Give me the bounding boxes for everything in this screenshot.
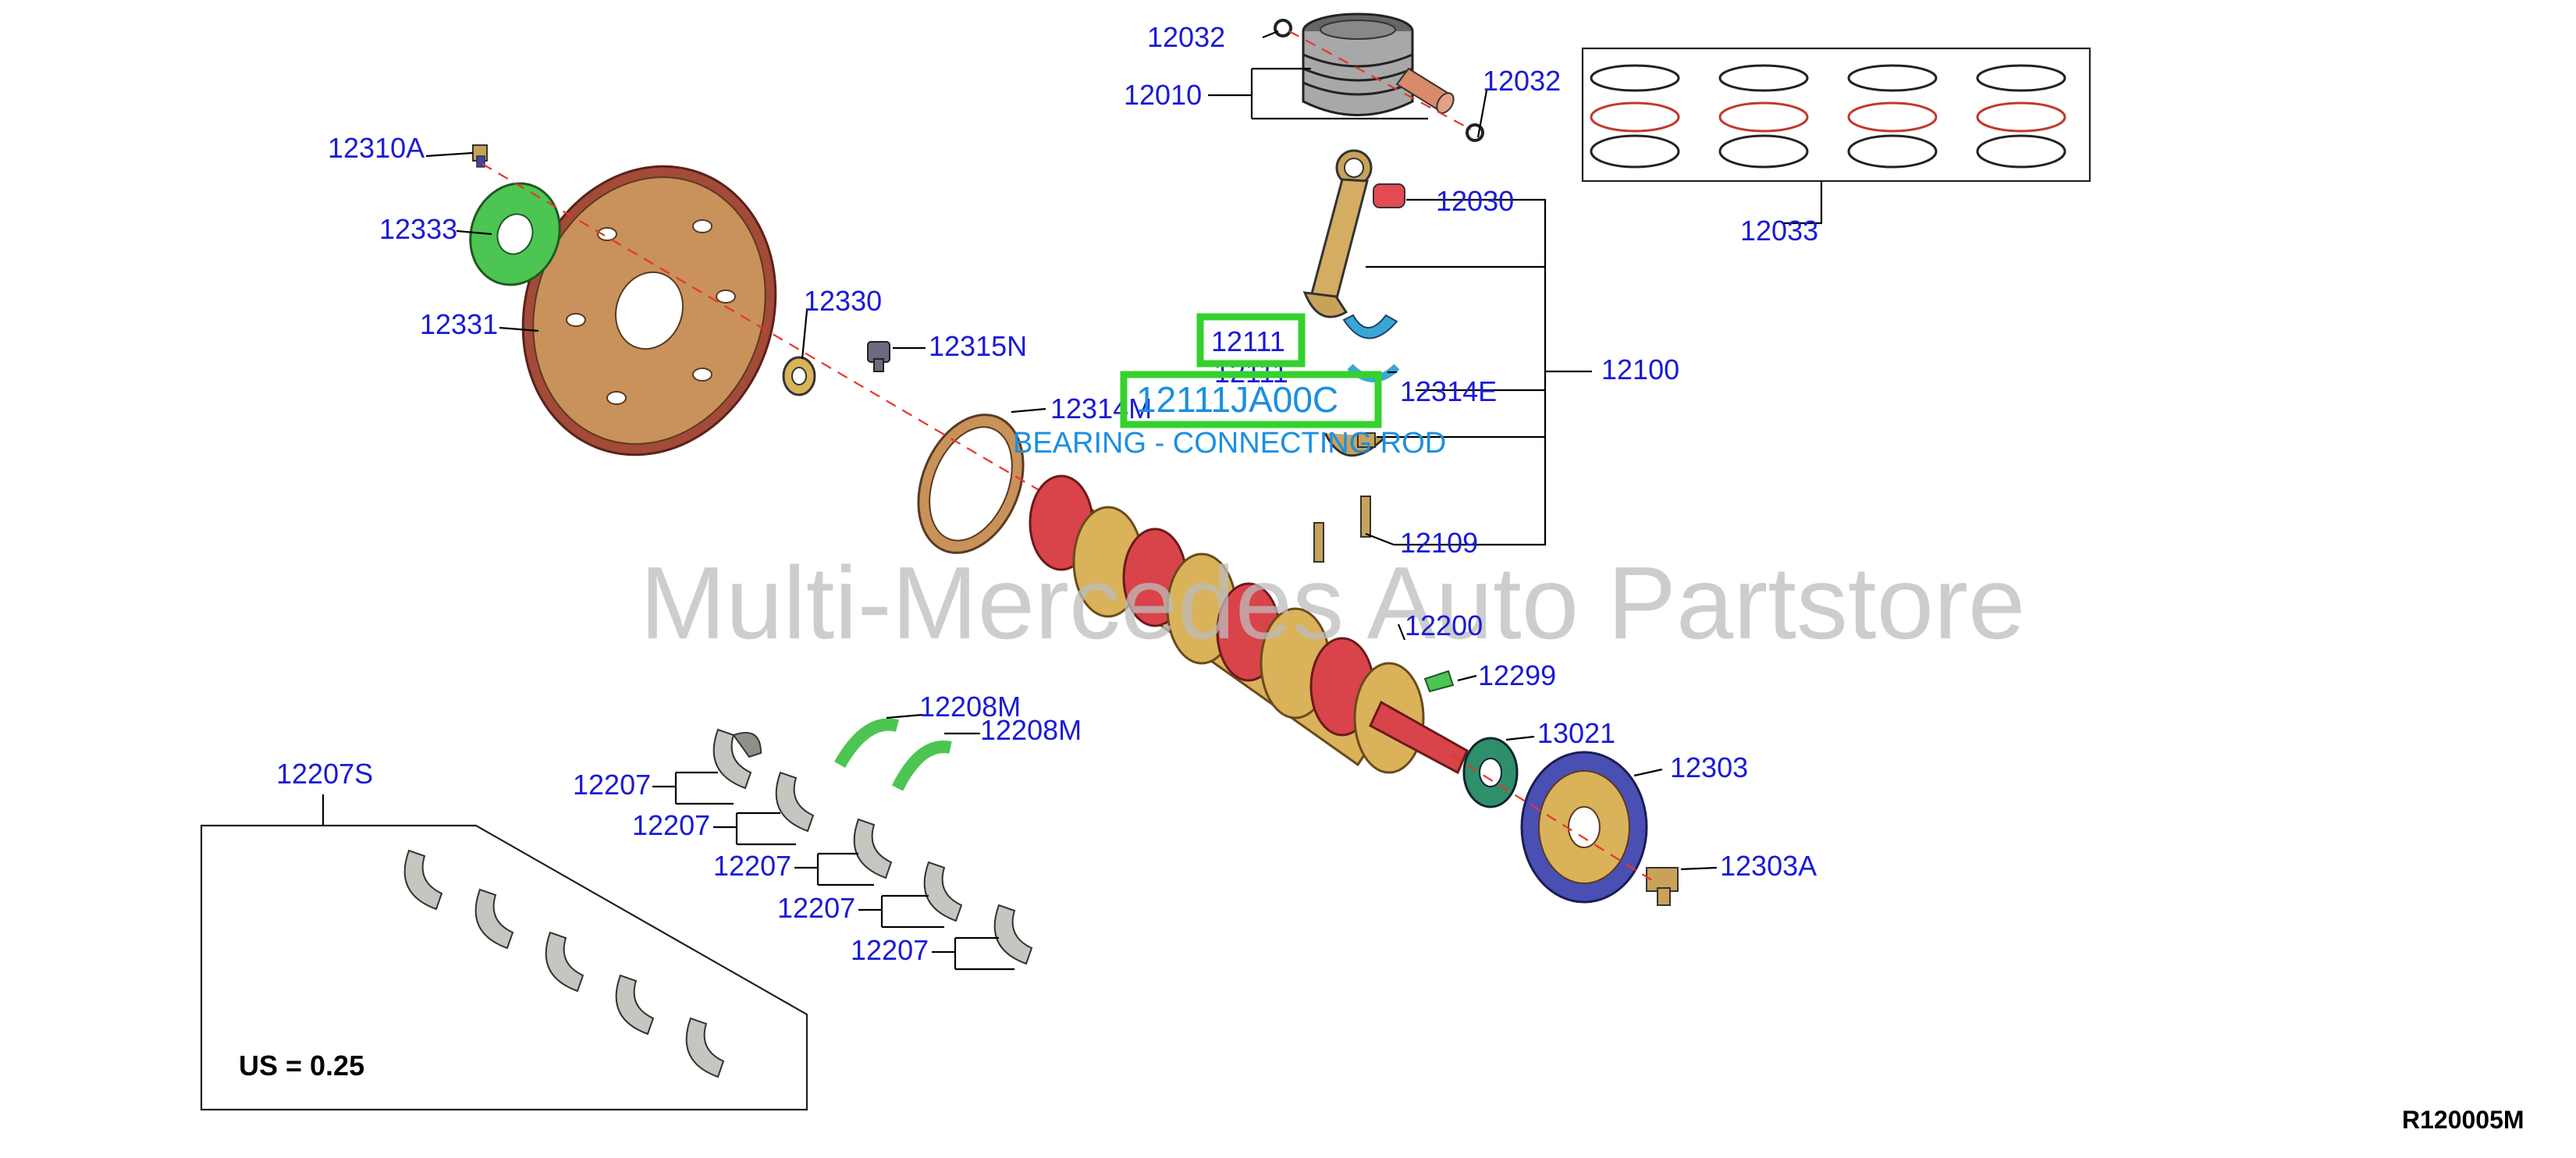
callout-12032-snap-ring-right[interactable]: 12032 xyxy=(1483,65,1561,97)
callout-13021-sprocket[interactable]: 13021 xyxy=(1537,717,1615,749)
pilot-bolt-illustration[interactable] xyxy=(867,341,890,372)
undersize-bearing-set[interactable] xyxy=(200,824,808,1111)
crank-centerline xyxy=(1451,755,1655,883)
crankshaft-illustration[interactable] xyxy=(1029,474,1469,775)
crank-pulley-illustration[interactable] xyxy=(1520,751,1648,904)
thrust-washer-illustration[interactable] xyxy=(834,718,952,791)
rear-oil-seal-illustration[interactable] xyxy=(782,356,816,396)
callout-12303A-pulley-bolt[interactable]: 12303A xyxy=(1720,850,1817,882)
callout-12208M-thrust-washer-upper[interactable]: 12208M xyxy=(919,691,1021,723)
flywheel-bolt-illustration[interactable] xyxy=(472,144,488,168)
callout-12310A-flywheel-bolt[interactable]: 12310A xyxy=(328,132,425,164)
callout-12207S-bearing-set[interactable]: 12207S xyxy=(276,758,373,790)
piston-pin-illustration[interactable] xyxy=(1395,67,1457,116)
callout-12109-rod-bolt[interactable]: 12109 xyxy=(1400,527,1478,559)
callout-12207-main-bearing-5[interactable]: 12207 xyxy=(851,934,929,966)
selected-part-description: BEARING - CONNECTING ROD xyxy=(1013,427,1446,460)
pulley-bolt-illustration[interactable] xyxy=(1646,867,1679,906)
callout-12208M-thrust-washer-lower[interactable]: 12208M xyxy=(980,714,1082,746)
callout-12314E[interactable]: 12314E xyxy=(1400,375,1497,407)
woodruff-key-illustration[interactable] xyxy=(1423,670,1455,693)
callout-12032-snap-ring-left[interactable]: 12032 xyxy=(1147,21,1225,53)
callout-12303-pulley[interactable]: 12303 xyxy=(1670,751,1748,783)
callout-12030-bushing[interactable]: 12030 xyxy=(1436,185,1514,217)
sensor-plate-illustration[interactable] xyxy=(899,399,1043,568)
rod-bearing-illustration[interactable] xyxy=(1342,314,1400,382)
callout-12333-spacer[interactable]: 12333 xyxy=(379,213,457,245)
flywheel-spacer-illustration[interactable] xyxy=(457,171,574,297)
callout-12207-main-bearing-4[interactable]: 12207 xyxy=(777,892,855,924)
callout-12330-oil-seal[interactable]: 12330 xyxy=(804,285,882,317)
selected-part-number[interactable]: 12111JA00C xyxy=(1136,379,1338,420)
callout-12207-main-bearing-3[interactable]: 12207 xyxy=(713,850,791,882)
undersize-note: US = 0.25 xyxy=(239,1050,364,1082)
watermark: Multi-Mercedes Auto Partstore xyxy=(640,545,2025,660)
connecting-rod-illustration[interactable] xyxy=(1302,149,1387,457)
rod-bolt-illustration[interactable] xyxy=(1313,496,1371,563)
leader-lines xyxy=(322,30,1823,971)
callout-12100-rod-assembly[interactable]: 12100 xyxy=(1601,353,1679,385)
selected-part-number-highlight xyxy=(1120,371,1382,428)
callout-12010-piston[interactable]: 12010 xyxy=(1124,79,1202,111)
piston-illustration[interactable] xyxy=(1302,12,1414,116)
callout-12033-piston-rings[interactable]: 12033 xyxy=(1740,215,1818,247)
selected-callout-highlight xyxy=(1196,313,1306,368)
callout-12299-key[interactable]: 12299 xyxy=(1478,659,1556,691)
callout-12331-drive-plate[interactable]: 12331 xyxy=(420,308,498,340)
rod-nut-illustration[interactable] xyxy=(1357,432,1376,448)
snap-ring-illustration[interactable] xyxy=(1274,19,1484,142)
crank-sprocket-illustration[interactable] xyxy=(1462,737,1519,808)
selected-callout-label[interactable]: 12111 xyxy=(1211,325,1285,357)
piston-ring-set[interactable] xyxy=(1581,47,2091,183)
callout-12207-main-bearing-2[interactable]: 12207 xyxy=(632,809,710,841)
small-end-bushing-illustration[interactable] xyxy=(1373,183,1405,208)
callout-12207-main-bearing-1[interactable]: 12207 xyxy=(573,769,651,801)
callout-12315N-pilot-bolt[interactable]: 12315N xyxy=(929,330,1027,362)
main-bearing-set-illustration[interactable] xyxy=(712,728,1033,965)
flywheel-centerline xyxy=(481,163,1109,531)
piston-centerline xyxy=(1288,30,1472,130)
callout-12314M-sensor-plate[interactable]: 12314M xyxy=(1050,393,1152,424)
callout-12200-crankshaft[interactable]: 12200 xyxy=(1405,609,1483,641)
diagram-code: R120005M xyxy=(2402,1106,2524,1134)
drive-plate-illustration[interactable] xyxy=(483,130,815,490)
